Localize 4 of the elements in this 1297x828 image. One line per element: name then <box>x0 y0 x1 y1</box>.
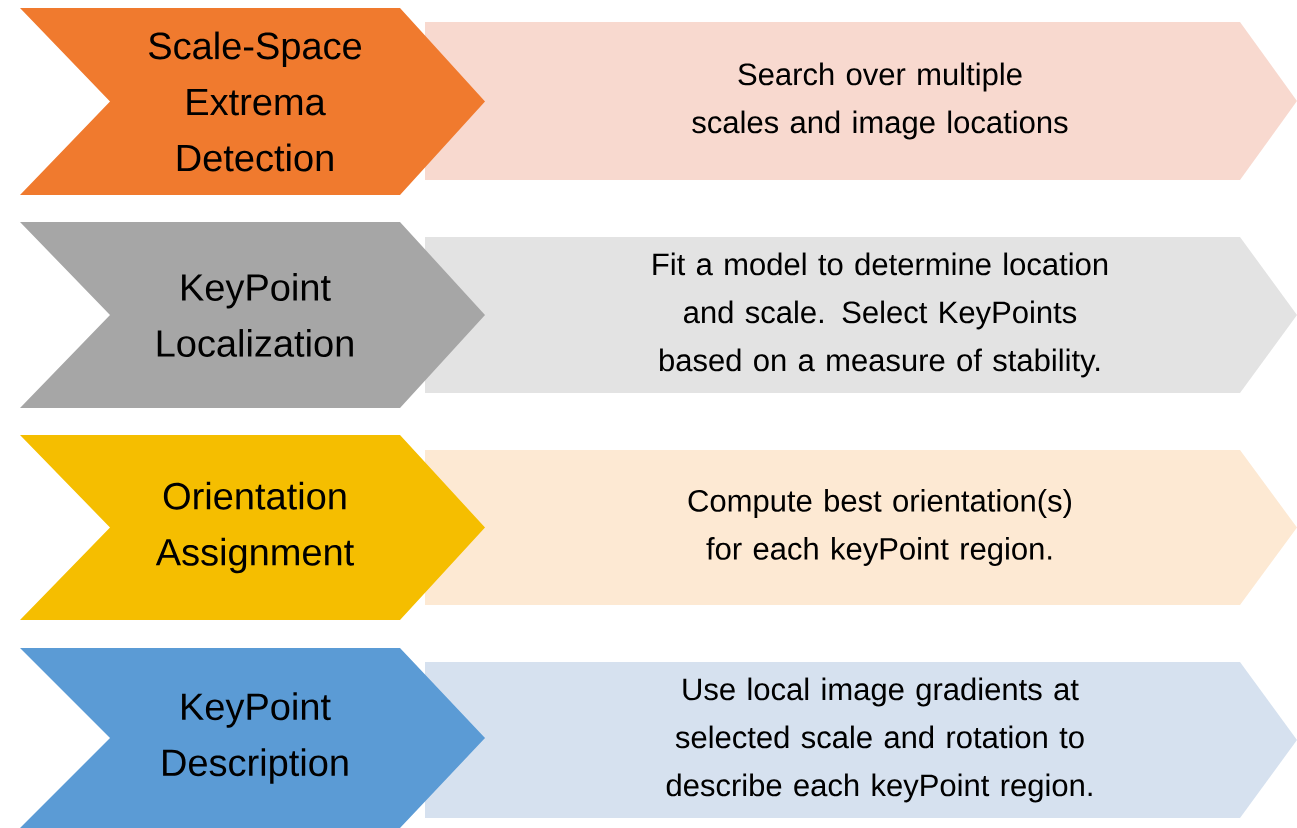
arrow-band: Use local image gradients at selected scale and rotation to describe each keyPoint region. <box>425 662 1297 818</box>
arrow-band: Search over multiple scales and image locations <box>425 22 1297 180</box>
arrow-band: Fit a model to determine location and scale. Select KeyPoints based on a measure of stability. <box>425 237 1297 393</box>
arrow-band: Compute best orientation(s) for each keyPoint region. <box>425 450 1297 605</box>
